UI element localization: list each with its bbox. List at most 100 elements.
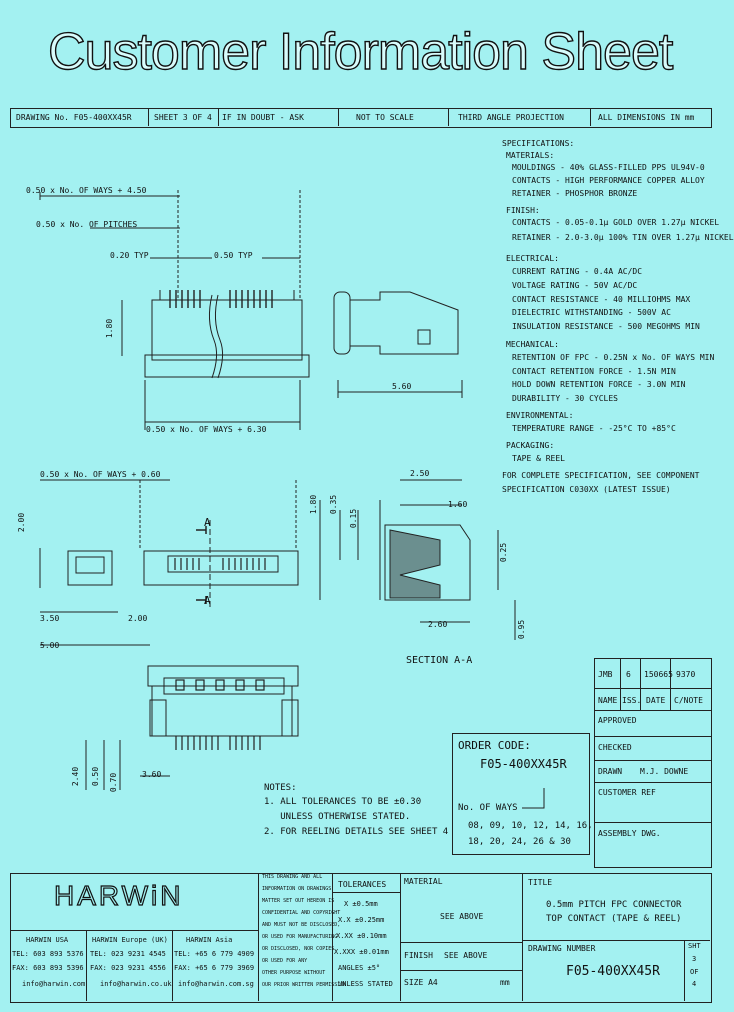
order-code-box: [452, 733, 590, 855]
tolerance-line: X ±0.5mm: [344, 900, 378, 908]
contact-line: FAX: 023 9231 4556: [90, 964, 166, 972]
assembly-dwg-label: ASSEMBLY DWG.: [598, 829, 661, 838]
rev-header: DATE: [646, 696, 666, 705]
contact-line[interactable]: info@harwin.co.uk: [100, 980, 172, 988]
rev-header: NAME: [598, 696, 618, 705]
tolerances-heading: TOLERANCES: [338, 880, 387, 889]
dim-label: 0.50 x No. OF WAYS + 6.30: [146, 425, 267, 434]
note-line: 1. ALL TOLERANCES TO BE ±0.30: [264, 797, 422, 807]
customer-ref-label: CUSTOMER REF: [598, 788, 656, 797]
dim-label: 2.40: [71, 766, 81, 787]
rev-value: 6: [626, 670, 631, 679]
ways-label: No. OF WAYS: [458, 803, 518, 813]
environmental-heading: ENVIRONMENTAL:: [506, 411, 574, 420]
drawing-number-label: DRAWING NUMBER: [528, 944, 596, 953]
dim-label: 2.00: [128, 614, 148, 623]
contact-line: HARWIN USA: [26, 936, 69, 944]
contact-line: TEL: 023 9231 4545: [90, 950, 166, 958]
tolerance-line: UNLESS STATED: [338, 980, 393, 988]
rev-value: JMB: [598, 670, 613, 679]
confidential-line: OTHER PURPOSE WITHOUT: [262, 970, 326, 976]
dim-label: 0.25: [499, 542, 509, 563]
ways-line: 18, 20, 24, 26 & 30: [468, 837, 571, 847]
spec-line: TAPE & REEL: [512, 454, 565, 463]
confidential-line: INFORMATION ON DRAWINGS: [262, 886, 332, 892]
contact-line[interactable]: info@harwin.com.sg: [178, 980, 254, 988]
dim-label: 3.50: [40, 614, 60, 623]
of-value: 4: [692, 980, 697, 988]
spec-line: TEMPERATURE RANGE - -25°C TO +85°C: [512, 424, 676, 433]
spec-line: MOULDINGS - 40% GLASS-FILLED PPS UL94V-0: [512, 163, 705, 172]
dim-label: 2.60: [428, 620, 448, 629]
drawn-value: M.J. DOWNE: [640, 767, 689, 776]
drawing-no-cell: DRAWING No. F05-400XX45R: [16, 113, 132, 122]
confidential-line: THIS DRAWING AND ALL: [262, 874, 323, 880]
section-arrow-label: A: [204, 594, 211, 607]
contact-line[interactable]: info@harwin.com: [22, 980, 86, 988]
spec-heading: SPECIFICATIONS:: [502, 139, 575, 148]
dim-label: 0.15: [349, 508, 359, 529]
projection-cell: THIRD ANGLE PROJECTION: [458, 113, 564, 122]
dim-label: 1.60: [448, 500, 468, 509]
spec-line: CURRENT RATING - 0.4A AC/DC: [512, 267, 643, 276]
contact-line: FAX: 603 893 5396: [12, 964, 84, 972]
finish-heading: FINISH:: [506, 206, 540, 215]
dim-label: 0.95: [517, 619, 527, 640]
dim-label: 2.50: [410, 469, 430, 478]
title-line: TOP CONTACT (TAPE & REEL): [546, 914, 682, 924]
contact-line: TEL: 603 893 5376: [12, 950, 84, 958]
spec-line: CONTACT RETENTION FORCE - 1.5N MIN: [512, 367, 676, 376]
material-heading: MATERIALS:: [506, 151, 555, 160]
notes-heading: NOTES:: [264, 783, 297, 793]
spec-line: CONTACTS - 0.05-0.1μ GOLD OVER 1.27μ NIC…: [512, 218, 720, 227]
sheet-cell: SHEET 3 OF 4: [154, 113, 212, 122]
spec-line: INSULATION RESISTANCE - 500 MEGOHMS MIN: [512, 322, 700, 331]
dim-label: 2.00: [17, 512, 27, 533]
confidential-line: MATTER SET OUT HEREON IS: [262, 898, 335, 904]
note-line: 2. FOR REELING DETAILS SEE SHEET 4: [264, 827, 449, 837]
confidential-line: CONFIDENTIAL AND COPYRIGHT: [262, 910, 341, 916]
dimensions-cell: ALL DIMENSIONS IN mm: [598, 113, 695, 122]
scale-cell: NOT TO SCALE: [356, 113, 414, 122]
drawn-label: DRAWN: [598, 767, 623, 776]
dim-label: 0.35: [329, 494, 339, 515]
note-line: UNLESS OTHERWISE STATED.: [264, 812, 411, 822]
drawing-number: F05-400XX45R: [566, 964, 660, 979]
spec-line: CONTACTS - HIGH PERFORMANCE COPPER ALLOY: [512, 176, 705, 185]
section-label: SECTION A-A: [406, 655, 473, 666]
tolerance-line: X.X ±0.25mm: [338, 916, 385, 924]
spec-line: DURABILITY - 30 CYCLES: [512, 394, 618, 403]
size-label: SIZE A4: [404, 978, 438, 987]
material-label: MATERIAL: [404, 877, 443, 886]
dim-label: 0.50 TYP: [214, 251, 253, 260]
rev-header: C/NOTE: [674, 696, 703, 705]
sheet-title: Customer Information Sheet: [47, 22, 674, 81]
contact-line: FAX: +65 6 779 3969: [174, 964, 255, 972]
spec-line: VOLTAGE RATING - 50V AC/DC: [512, 281, 638, 290]
mechanical-heading: MECHANICAL:: [506, 340, 559, 349]
tolerance-line: X.XXX ±0.01mm: [334, 948, 389, 956]
dim-label: 0.50 x No. OF WAYS + 0.60: [40, 470, 161, 479]
dim-label: 0.70: [109, 772, 119, 793]
harwin-logo: HARWiN: [53, 879, 184, 911]
finish-label: FINISH: [404, 951, 433, 960]
spec-line: RETAINER - PHOSPHOR BRONZE: [512, 189, 638, 198]
tolerance-line: ANGLES ±5°: [338, 964, 381, 972]
doubt-cell: IF IN DOUBT - ASK: [222, 113, 304, 122]
dim-label: 0.50: [91, 766, 101, 787]
spec-line: RETAINER - 2.0-3.0μ 100% TIN OVER 1.27μ …: [512, 233, 734, 242]
dim-label: 5.00: [40, 641, 60, 650]
confidential-line: OR USED FOR MANUFACTURING: [262, 934, 338, 940]
material-value: SEE ABOVE: [440, 912, 484, 921]
spec-note: SPECIFICATION C030XX (LATEST ISSUE): [502, 485, 671, 494]
dim-label: 1.80: [309, 494, 319, 515]
dim-label: 0.20 TYP: [110, 251, 149, 260]
of-label: OF: [690, 968, 699, 976]
checked-label: CHECKED: [598, 743, 632, 752]
finish-value: SEE ABOVE: [444, 951, 488, 960]
header-row: [10, 108, 712, 128]
confidential-line: OUR PRIOR WRITTEN PERMISSION: [262, 982, 347, 988]
confidential-line: OR USED FOR ANY: [262, 958, 308, 964]
sht-label: SHT: [688, 942, 701, 950]
